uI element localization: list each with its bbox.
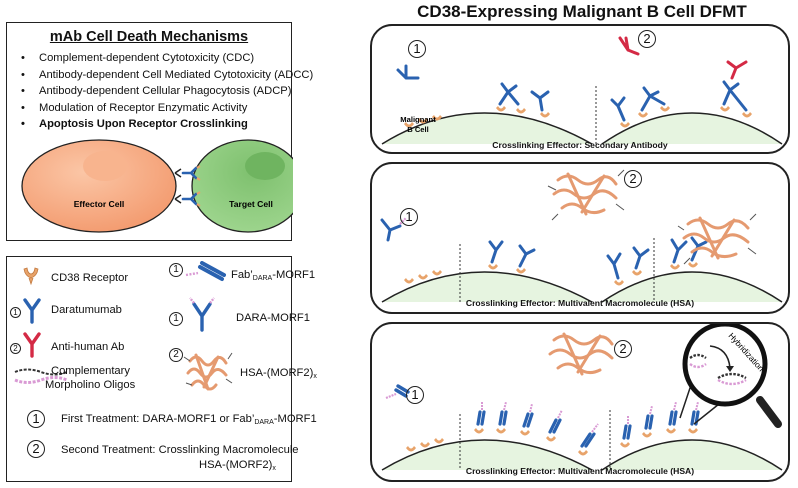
first-treatment-label: First Treatment: DARA-MORF1 or Fab’DARA-…: [61, 413, 317, 426]
marker-2: 2: [638, 30, 656, 48]
legend-box: CD38 Receptor 1 Daratumumab 2 Anti-human…: [6, 256, 317, 482]
legend-fab-label: Fab’DARA-MORF1: [231, 269, 315, 282]
cells-illustration: Effector Cell Target Cell: [21, 139, 293, 233]
diagram-title: CD38-Expressing Malignant B Cell DFMT: [417, 2, 747, 21]
fab-sub: DARA: [252, 275, 273, 282]
cell-membrane: [381, 112, 593, 145]
second-treatment-line2: HSA-(MORF2)x: [199, 459, 276, 472]
morpholino-icon: [677, 213, 757, 265]
target-cell-label: Target Cell: [229, 199, 273, 209]
panel-3-caption: Crosslinking Effector: Multivalent Macro…: [465, 466, 695, 476]
marker-2: 2: [10, 343, 21, 354]
anti-human-ab-icon: [23, 332, 41, 358]
marker-1: 1: [27, 410, 45, 428]
marker-1: 1: [169, 263, 183, 277]
legend-cd38-label: CD38 Receptor: [51, 272, 129, 284]
panel-1-illustration: Malignant B Cell: [381, 36, 783, 145]
dara-morf1-icon: [189, 297, 215, 332]
marker-1: 1: [10, 307, 21, 318]
panel-hsa-1: 1 2 Crosslinking Effector: Multivalent M…: [370, 162, 790, 314]
marker-2: 2: [27, 440, 45, 458]
marker-1: 1: [400, 208, 418, 226]
fc-receptor-icon: [174, 168, 182, 204]
mechanism-item: Antibody-dependent Cellular Phagocytosis…: [21, 83, 313, 100]
mechanism-item: Complement-dependent Cytotoxicity (CDC): [21, 50, 313, 67]
mechanism-item: Modulation of Receptor Enzymatic Activit…: [21, 100, 313, 117]
morpholino-icon: [14, 368, 68, 384]
cd38-receptor-icon: [23, 267, 39, 286]
legend-morpholino-line2: Morpholino Oligos: [45, 379, 136, 391]
dara-morf1-icon: [380, 218, 402, 242]
second-treatment-sub: x: [272, 465, 276, 472]
hsa-protein-icon: [682, 216, 750, 260]
marker-1: 1: [406, 386, 424, 404]
cell-membrane: [381, 271, 593, 303]
cell-membrane: [601, 112, 783, 145]
daratumumab-icon: [498, 80, 748, 122]
hsa-protein-icon: [552, 172, 618, 216]
cd38-receptor-icon: [406, 428, 698, 456]
panel-1-caption: Crosslinking Effector: Secondary Antibod…: [492, 140, 668, 150]
magnifier-lens: [682, 324, 768, 407]
mechanisms-list: Complement-dependent Cytotoxicity (CDC) …: [21, 50, 313, 133]
hsa-protein-icon: [548, 332, 614, 376]
legend-anti-human-label: Anti-human Ab: [51, 341, 125, 353]
cell-label-line1: Malignant: [400, 115, 436, 124]
dara-morf1-icon: [488, 236, 708, 280]
magnifier-handle: [756, 396, 782, 428]
marker-2: 2: [169, 348, 183, 362]
cell-label-line2: B Cell: [407, 125, 429, 134]
cd38-receptor-icon: [196, 165, 201, 207]
fab-morf1-icon: [385, 384, 410, 400]
first-treatment-sub: DARA: [254, 419, 274, 426]
second-treatment-line1: Second Treatment: Crosslinking Macromole…: [61, 444, 299, 456]
fab-suffix: -MORF1: [272, 269, 316, 281]
target-cell: [191, 139, 293, 233]
mechanism-item: Antibody-dependent Cell Mediated Cytotox…: [21, 67, 313, 84]
cd38-receptor-icon: [404, 106, 752, 128]
hsa-main: HSA-(MORF2): [240, 367, 314, 379]
cell-membrane: [601, 271, 783, 303]
effector-cell: [21, 139, 177, 233]
cell-membrane: [381, 439, 593, 471]
morpholino-icon: [481, 401, 699, 433]
fab-main: Fab’: [231, 269, 253, 281]
hsa-morf2-icon: [183, 352, 233, 391]
cd38-receptor-icon: [404, 262, 698, 286]
legend-morpholino-line1: Complementary: [51, 365, 130, 377]
effector-cell-nucleus: [83, 151, 127, 181]
cell-membrane: [601, 439, 783, 471]
mechanisms-title: mAb Cell Death Mechanisms: [49, 29, 249, 45]
legend-dara-morf1-label: DARA-MORF1: [236, 312, 310, 324]
daratumumab-icon: [23, 298, 41, 324]
hsa-sub: x: [313, 373, 317, 380]
fab-morf1-icon: [185, 261, 226, 281]
daratumumab-icon: [181, 166, 198, 206]
anti-human-ab-icon: [618, 36, 640, 56]
legend-hsa-label: HSA-(MORF2)x: [240, 367, 317, 380]
marker-1: 1: [169, 312, 183, 326]
panel-hsa-2: Hybridization 1 2 Crosslinking Effector:…: [370, 322, 790, 482]
panel-2-illustration: [380, 169, 783, 303]
panel-3-illustration: Hybridization: [381, 324, 783, 471]
hybridization-icon: [689, 345, 747, 386]
marker-2: 2: [614, 340, 632, 358]
morpholino-icon: [547, 169, 625, 221]
mechanism-item: Apoptosis Upon Receptor Crosslinking: [21, 116, 313, 133]
mechanisms-box: mAb Cell Death Mechanisms Complement-dep…: [6, 22, 313, 241]
marker-1: 1: [408, 40, 426, 58]
second-treatment-main: HSA-(MORF2): [199, 459, 273, 471]
anti-human-ab-icon: [726, 60, 748, 80]
daratumumab-icon: [396, 64, 420, 80]
fab-morf1-icon: [476, 410, 700, 448]
legend-daratumumab-label: Daratumumab: [51, 304, 122, 316]
panel-secondary-antibody: Malignant B Cell 1 2 Crosslinking Effect…: [370, 24, 790, 154]
effector-cell-label: Effector Cell: [74, 199, 125, 209]
first-treatment-suffix: -MORF1: [273, 413, 317, 425]
marker-2: 2: [624, 170, 642, 188]
panel-2-caption: Crosslinking Effector: Multivalent Macro…: [465, 298, 695, 308]
target-cell-nucleus: [245, 152, 285, 180]
first-treatment-prefix: First Treatment: DARA-MORF1 or Fab’: [61, 413, 255, 425]
